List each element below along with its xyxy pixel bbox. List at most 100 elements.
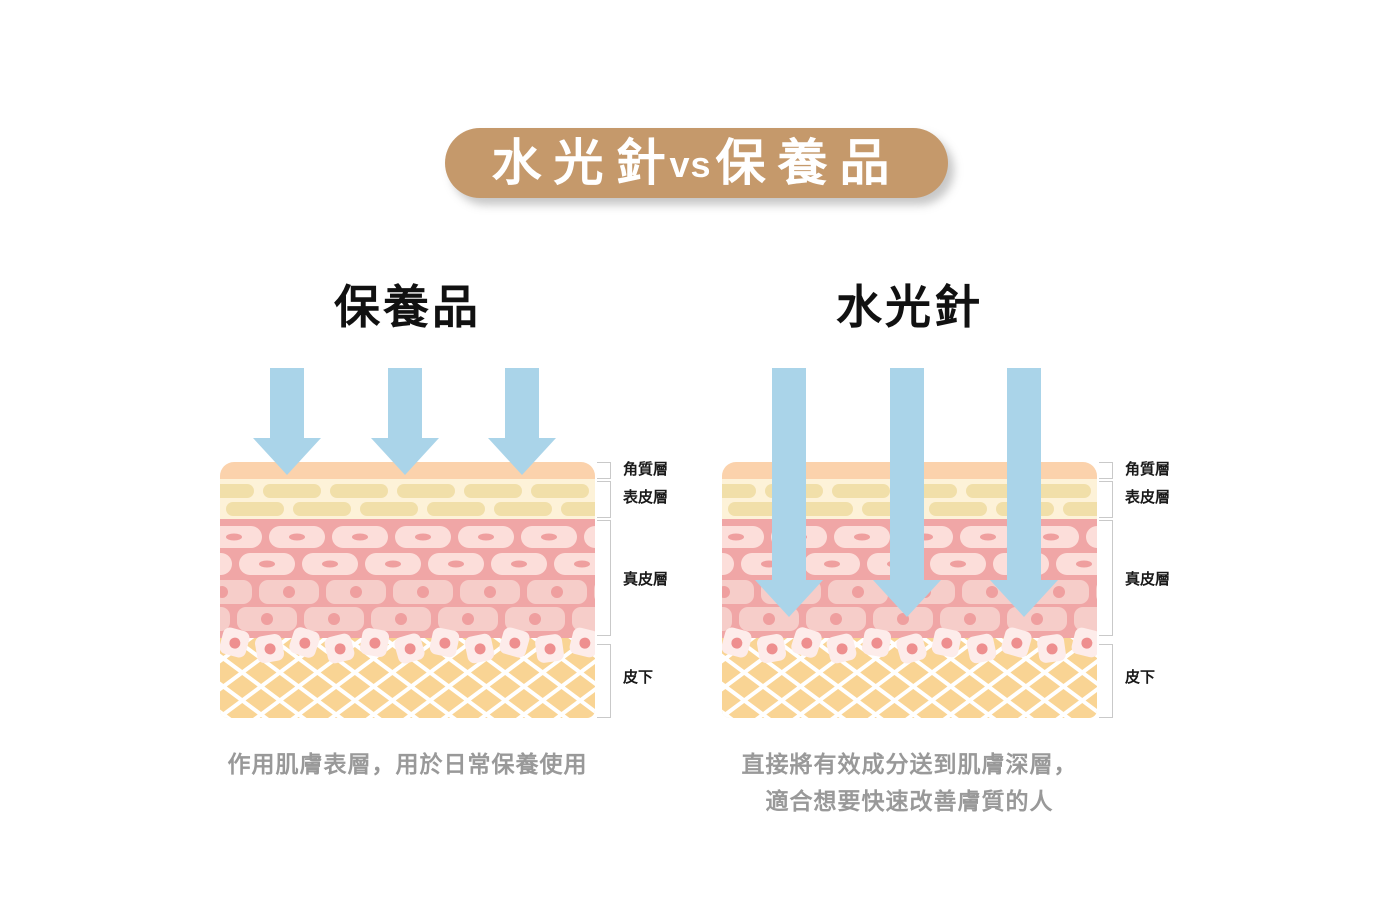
cell-nucleus [765,642,778,655]
bracket-subcutis [597,644,611,718]
caption-line: 作用肌膚表層，用於日常保養使用 [227,751,588,777]
cell-nucleus [1043,533,1059,541]
cell-nucleus [328,613,340,625]
cell-nucleus [529,613,541,625]
arrow-stem [890,368,924,580]
dermis-cell [302,553,358,575]
cell-nucleus [543,642,556,655]
caption-line: 適合想要快速改善膚質的人 [765,788,1054,814]
layer-labels: 角質層 表皮層 真皮層 皮下 [1125,461,1205,718]
dermis-cell [1096,580,1097,604]
panel-heading-skincare: 保養品 [334,281,481,333]
dermis-cell [326,580,386,604]
cell-nucleus [415,533,431,541]
label-epidermis: 表皮層 [1125,489,1171,506]
cell-nucleus [551,586,563,598]
down-arrow-icon [371,368,439,475]
epidermis-brick [722,484,756,498]
dermis-cell [722,526,764,548]
cell-nucleus [352,533,368,541]
epidermis-brick [795,502,853,516]
dermis-cell [594,580,595,604]
cell-nucleus [761,560,777,568]
label-corneum: 角質層 [623,461,669,478]
down-arrow-icon [873,368,941,617]
banner-title-right: 保養品 [715,135,902,191]
cell-nucleus [950,560,966,568]
label-subcutis: 皮下 [1125,669,1156,686]
dermis-cell [554,553,595,575]
epidermis-brick [494,502,552,516]
cell-nucleus [448,560,464,568]
cell-nucleus [917,533,933,541]
dermis-cell [220,553,232,575]
dermis-cell [804,553,860,575]
label-dermis: 真皮層 [623,571,669,588]
cell-nucleus [417,586,429,598]
dermis-cell [1074,607,1097,631]
cell-nucleus [395,613,407,625]
dermis-cell [521,526,577,548]
epidermis-brick [427,502,485,516]
bracket-corneum [597,462,611,479]
cell-nucleus [350,586,362,598]
epidermis-brick [220,484,254,498]
epidermis-brick [531,484,589,498]
down-arrow-icon [488,368,556,475]
dermis-cell [438,607,498,631]
cell-nucleus [1045,642,1058,655]
dermis-cell [505,607,565,631]
epidermis-brick [397,484,455,498]
arrow-stem [388,368,422,438]
epidermis-brick [464,484,522,498]
arrow-group-surface [220,368,595,638]
cell-nucleus [226,533,242,541]
layer-epidermis [220,479,595,519]
bracket-dermis [1099,520,1113,636]
cell-nucleus [728,533,744,541]
cell-nucleus [964,613,976,625]
dermis-cell [460,580,520,604]
dermis-cell [1056,553,1097,575]
layer-labels: 角質層 表皮層 真皮層 皮下 [623,461,703,718]
cell-nucleus [462,613,474,625]
cell-nucleus [332,641,347,656]
cell-nucleus [484,586,496,598]
label-dermis: 真皮層 [1125,571,1171,588]
cell-nucleus [974,641,989,656]
cell-nucleus [574,560,590,568]
cell-nucleus [478,533,494,541]
cell-nucleus [824,560,840,568]
cell-nucleus [220,586,228,598]
dermis-cell [393,580,453,604]
epidermis-brick [832,484,890,498]
caption-line: 直接將有效成分送到肌膚深層， [741,751,1078,777]
label-corneum: 角質層 [1125,461,1171,478]
down-arrow-icon [990,368,1058,617]
bracket-epidermis [1099,481,1113,518]
dermis-cell [584,526,595,548]
cell-nucleus [472,641,487,656]
layer-brackets [1099,462,1113,718]
cell-nucleus [722,586,730,598]
caption-hydro: 直接將有效成分送到肌膚深層， 適合想要快速改善膚質的人 [722,746,1097,820]
cell-nucleus [289,533,305,541]
dermis-cell [220,607,230,631]
epidermis-brick [728,502,786,516]
epidermis-brick [929,502,987,516]
cell-nucleus [834,641,849,656]
panel-heading-hydro: 水光針 [836,281,983,333]
dermis-cell [237,607,297,631]
arrow-head [371,438,439,475]
dermis-cell [1086,526,1097,548]
dermis-cell [458,526,514,548]
dermis-cell [722,553,734,575]
epidermis-brick [293,502,351,516]
dermis-cell [527,580,587,604]
cell-nucleus [1076,560,1092,568]
arrow-stem [1007,368,1041,580]
arrow-head [253,438,321,475]
down-arrow-icon [253,368,321,475]
arrow-group-deep [722,368,1097,638]
dermis-cell [428,553,484,575]
